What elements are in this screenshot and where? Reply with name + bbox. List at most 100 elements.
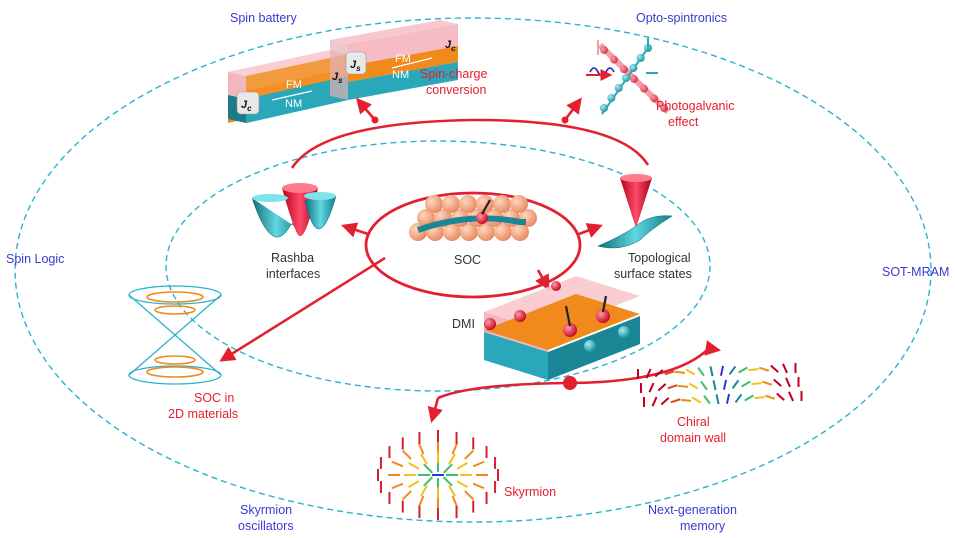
arrow-to-2d	[219, 256, 386, 362]
chiral-spin-arrow	[731, 379, 740, 390]
label-spin-logic: Spin Logic	[6, 252, 64, 266]
chiral-spin-arrow	[712, 380, 717, 391]
skyrmion-spin-arrow	[408, 462, 420, 470]
jc-label-top: Jc	[445, 39, 456, 53]
top-red-arc	[290, 118, 650, 169]
chiral-spin-arrow	[697, 366, 705, 377]
opto-bead-teal	[607, 94, 616, 102]
soc-atom	[459, 195, 477, 213]
opto-bead-teal	[636, 54, 645, 62]
label-rashba-1: Rashba	[271, 251, 314, 265]
opto-bead-red	[600, 46, 608, 54]
chiral-spin-arrow	[680, 398, 692, 402]
skyrmion-spin-arrow	[472, 482, 485, 490]
opto-spintronics-illustration	[586, 38, 671, 115]
skyrmion-spin-arrow	[417, 442, 425, 455]
skyrmion-spin-arrow	[417, 495, 425, 508]
soc-electron-path	[417, 215, 526, 233]
skyrmion-spin-arrow	[401, 490, 412, 501]
skyrmion-spin-arrow	[456, 462, 468, 470]
chiral-spin-arrow	[654, 369, 664, 378]
jc-label-bottom: Jc	[241, 99, 252, 113]
skyrmion-arrows	[377, 430, 499, 520]
soc-2d-cones	[128, 285, 222, 385]
chiral-spin-arrow	[722, 379, 728, 390]
arrow-to-dmi	[535, 269, 550, 291]
chiral-spin-arrow	[758, 366, 770, 372]
label-soc-center: SOC	[454, 253, 481, 267]
js-label-device: Js	[350, 59, 361, 73]
label-spin-charge-1: Spin-charge	[420, 67, 487, 81]
soc-atom	[417, 209, 435, 227]
chiral-spin-arrow	[738, 366, 748, 374]
soc-atom	[477, 223, 495, 241]
label-photogalvanic-1: Photogalvanic	[656, 99, 735, 113]
soc-atom	[460, 223, 478, 241]
arrow-to-opto	[563, 97, 582, 121]
chiral-spin-arrow	[785, 377, 791, 388]
inner-dashed-ellipse	[165, 140, 711, 392]
chiral-domain-wall-arrows	[637, 363, 803, 407]
label-spin-charge-2: conversion	[426, 83, 486, 97]
chiral-spin-arrow	[744, 394, 754, 402]
label-soc-2d-2: 2D materials	[168, 407, 238, 421]
arrow-to-rashba	[341, 222, 369, 238]
label-topo-2: surface states	[614, 267, 692, 281]
label-next-gen-2: memory	[680, 519, 726, 533]
arrow-to-spin-battery	[355, 97, 376, 121]
dmi-block	[484, 276, 640, 380]
spin-battery-device: FM NM FM NM Jc Js Jc Js	[228, 20, 458, 123]
rashba-cones	[251, 183, 337, 238]
chiral-spin-arrow	[648, 382, 655, 393]
chiral-spin-arrow	[709, 366, 714, 377]
skyrmion-spin-arrow	[451, 495, 459, 508]
label-spin-battery: Spin battery	[230, 11, 297, 25]
skyrmion-spin-arrow	[451, 442, 459, 455]
label-next-gen-1: Next-generation	[648, 503, 737, 517]
soc-atom	[442, 195, 460, 213]
skyrmion-spin-arrow	[423, 463, 434, 474]
chiral-spin-arrow	[728, 365, 737, 376]
soc-atom	[494, 223, 512, 241]
chiral-spin-arrow	[725, 393, 731, 404]
chiral-spin-arrow	[719, 365, 725, 376]
soc-atom-lattice	[409, 195, 537, 241]
chiral-spin-arrow	[782, 363, 788, 374]
skyrmion-spin-arrow	[448, 485, 456, 497]
fm-label-bottom: FM	[286, 79, 302, 91]
chiral-spin-arrow	[660, 397, 670, 406]
chiral-spin-arrow	[670, 398, 681, 404]
chiral-spin-arrow	[748, 368, 759, 372]
topological-cone	[597, 174, 673, 249]
outer-dashed-ellipse	[14, 17, 932, 523]
soc-atom	[476, 195, 494, 213]
fm-label-top: FM	[395, 53, 411, 65]
soc-atom	[511, 223, 529, 241]
label-skyrmion-osc-1: Skyrmion	[240, 503, 292, 517]
chiral-spin-arrow	[754, 396, 765, 400]
chiral-spin-arrow	[645, 368, 652, 379]
label-soc-2d-1: SOC in	[194, 391, 234, 405]
opto-bead-red	[620, 65, 628, 74]
skyrmion-spin-arrow	[423, 476, 434, 487]
chiral-spin-arrow	[691, 396, 702, 404]
opto-bead-red	[630, 75, 638, 83]
chiral-spin-arrow	[688, 382, 699, 390]
js-label-side: Js	[332, 71, 343, 85]
chiral-spin-arrow	[776, 392, 785, 401]
label-dmi: DMI	[452, 317, 475, 331]
skyrmion-spin-arrow	[408, 480, 420, 488]
opto-bead-teal	[614, 84, 623, 92]
chiral-spin-arrow	[715, 394, 720, 405]
skyrmion-spin-arrow	[391, 460, 404, 468]
nm-label-top: NM	[392, 69, 409, 81]
skyrmion-spin-arrow	[472, 460, 485, 468]
skyrmion-spin-arrow	[448, 453, 456, 465]
chiral-spin-arrow	[751, 382, 762, 386]
opto-bead-red	[610, 55, 618, 64]
opto-bead-teal	[622, 74, 630, 82]
chiral-spin-arrow	[685, 368, 696, 376]
label-sot-mram: SOT-MRAM	[882, 265, 949, 279]
